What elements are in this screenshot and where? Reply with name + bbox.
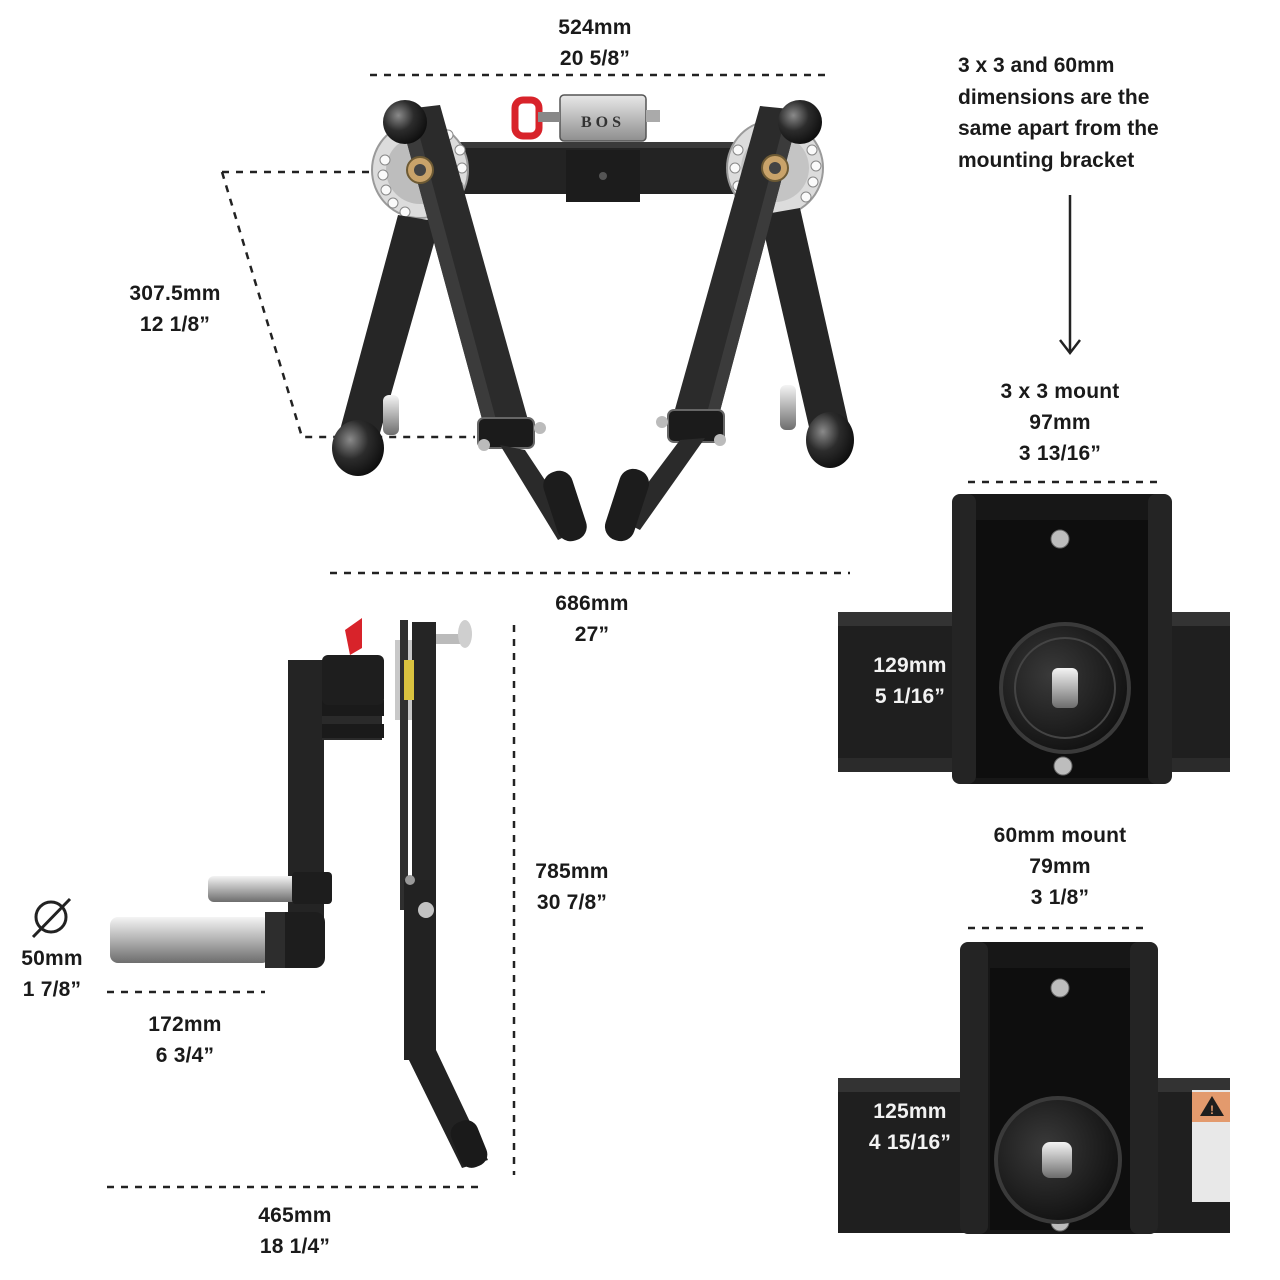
top-width-label: 524mm 20 5/8” <box>540 12 650 74</box>
depth-label: 465mm 18 1/4” <box>240 1200 350 1262</box>
mount-3x3-height-inch: 5 1/16” <box>874 685 946 708</box>
depth-mm: 465mm <box>258 1204 332 1227</box>
total-width-label: 686mm 27” <box>537 588 647 650</box>
right-top-knob <box>778 100 822 144</box>
upper-sleeve <box>208 876 298 902</box>
mount-3x3-height-label: 129mm 5 1/16” <box>862 650 958 712</box>
mount-60-width-mm: 79mm <box>1029 855 1091 878</box>
mount-3x3-height-mm: 129mm <box>873 654 947 677</box>
sleeve-diameter-mm: 50mm <box>21 947 83 970</box>
front-view: BOS <box>332 94 854 542</box>
total-width-mm: 686mm <box>555 592 629 615</box>
brand-plate-text: BOS <box>581 114 625 131</box>
top-width-mm: 524mm <box>558 16 632 39</box>
depth-inch: 18 1/4” <box>259 1235 331 1258</box>
left-foot <box>332 420 384 476</box>
note-line-2: dimensions are the <box>958 85 1150 109</box>
sleeve-length-mm: 172mm <box>148 1013 222 1036</box>
left-outer-leg <box>340 215 440 440</box>
mount-60-height-inch: 4 15/16” <box>868 1131 952 1154</box>
height-mm: 785mm <box>535 860 609 883</box>
mount-3x3-photo <box>838 494 1230 784</box>
mount-3x3-width-inch: 3 13/16” <box>1018 442 1102 465</box>
arm-reach-inch: 12 1/8” <box>139 313 211 336</box>
arm-reach-slant <box>220 171 475 439</box>
lower-sleeve <box>110 917 270 963</box>
mount-60-height-label: 125mm 4 15/16” <box>860 1096 960 1158</box>
mount-3x3-heading: 3 x 3 mount 97mm 3 13/16” <box>985 376 1135 469</box>
sleeve-diameter-label: 50mm 1 7/8” <box>0 943 104 1005</box>
sleeve-diameter-inch: 1 7/8” <box>22 978 82 1001</box>
side-view <box>110 618 488 1168</box>
side-lower-arm <box>404 880 436 1060</box>
arm-reach-label: 307.5mm 12 1/8” <box>120 278 230 340</box>
diameter-icon <box>31 897 72 939</box>
left-top-knob <box>383 100 427 144</box>
mount-60-height-mm: 125mm <box>873 1100 947 1123</box>
mount-60-width-inch: 3 1/8” <box>1030 886 1090 909</box>
sleeve-length-label: 172mm 6 3/4” <box>130 1009 240 1071</box>
height-label: 785mm 30 7/8” <box>517 856 627 918</box>
side-main-arm <box>412 622 436 892</box>
mount-60-photo: ! <box>838 942 1230 1234</box>
sleeve-length-inch: 6 3/4” <box>155 1044 215 1067</box>
svg-text:!: ! <box>1210 1103 1214 1117</box>
arm-reach-mm: 307.5mm <box>129 282 221 305</box>
total-width-inch: 27” <box>574 623 610 646</box>
top-width-inch: 20 5/8” <box>559 47 631 70</box>
side-red-pin <box>345 618 362 655</box>
right-outer-leg <box>760 208 850 440</box>
pin-handle <box>511 96 543 140</box>
note-line-4: mounting bracket <box>958 148 1135 172</box>
note-line-3: same apart from the <box>958 117 1159 140</box>
bracket-note: 3 x 3 and 60mm dimensions are the same a… <box>958 50 1258 176</box>
mount-3x3-width-mm: 97mm <box>1029 411 1091 434</box>
arrow-down-icon <box>1059 195 1081 356</box>
right-foot <box>806 412 854 468</box>
mount-3x3-title: 3 x 3 mount <box>1000 380 1120 403</box>
mount-60-title: 60mm mount <box>993 824 1127 847</box>
mount-60-heading: 60mm mount 79mm 3 1/8” <box>985 820 1135 913</box>
note-line-1: 3 x 3 and 60mm <box>958 54 1115 77</box>
height-inch: 30 7/8” <box>536 891 608 914</box>
